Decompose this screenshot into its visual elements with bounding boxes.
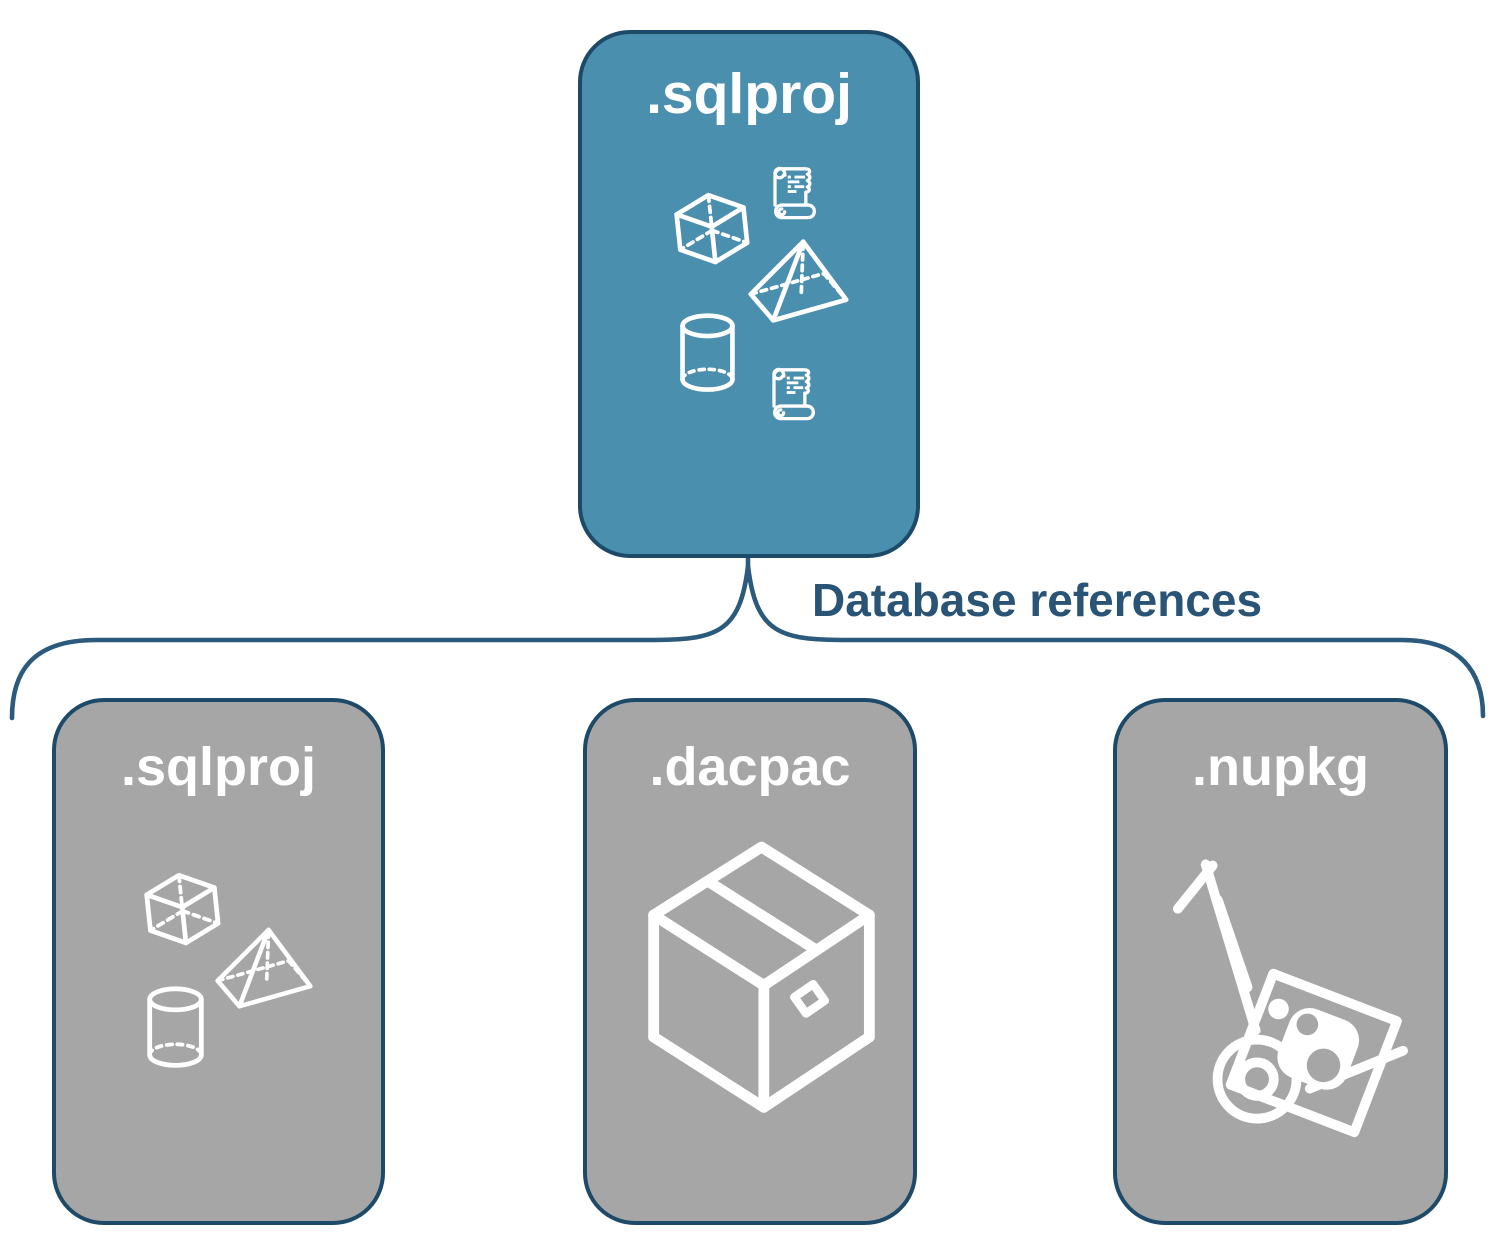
cylinder-icon	[680, 313, 735, 392]
node-dacpac-reference: .dacpac	[583, 698, 917, 1225]
node-title: .sqlproj	[646, 62, 852, 126]
package-box-icon	[648, 841, 875, 1113]
node-title: .dacpac	[649, 737, 851, 797]
scroll-icon	[772, 367, 815, 421]
node-title: .sqlproj	[120, 737, 316, 797]
cylinder-icon	[147, 986, 204, 1068]
cube-icon	[144, 872, 221, 946]
pyramid-icon	[215, 927, 313, 1009]
edge-label-database-references: Database references	[812, 574, 1263, 626]
node-title: .nupkg	[1192, 737, 1369, 797]
node-nupkg-reference: .nupkg	[1113, 698, 1448, 1225]
scroll-icon	[773, 166, 816, 220]
nuget-handtruck-icon	[1172, 859, 1408, 1138]
node-sqlproj-reference: .sqlproj	[52, 698, 385, 1225]
node-sqlproj-root: .sqlproj	[578, 30, 920, 558]
pyramid-icon	[748, 239, 849, 323]
cube-icon	[674, 192, 750, 265]
